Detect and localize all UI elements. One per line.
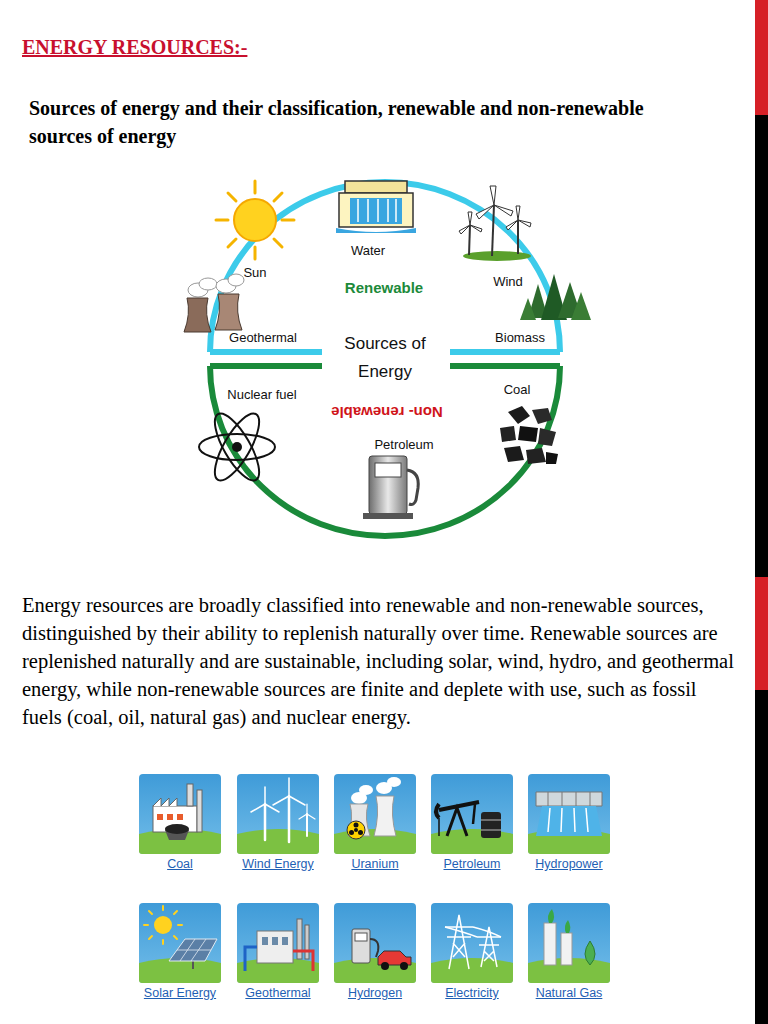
dam-icon	[387, 199, 389, 222]
energy-sources-circle: Sources of Energy	[205, 178, 565, 538]
energy-tile: Coal	[139, 774, 221, 854]
tile-label: Natural Gas	[516, 986, 622, 1000]
energy-tile: Hydropower	[528, 774, 610, 854]
cooling-tower-icon	[188, 283, 208, 297]
energy-tile: Hydrogen	[334, 903, 416, 983]
renewable-arc	[210, 182, 560, 352]
wind-turbine-icon	[459, 225, 470, 234]
trees-icon	[558, 282, 582, 318]
atom-icon	[199, 408, 275, 487]
trees-icon	[520, 298, 536, 320]
fuel-pump-icon	[363, 513, 413, 519]
sun-icon	[274, 193, 282, 201]
source-label: Geothermal	[229, 330, 297, 345]
fuel-pump-icon	[407, 470, 418, 505]
wind-turbine-icon	[463, 251, 531, 261]
side-bar	[755, 577, 768, 690]
circle-outline	[205, 178, 565, 538]
sun-icon	[216, 219, 228, 222]
sun-icon	[228, 239, 236, 247]
source-label: Water	[351, 243, 385, 258]
wind-turbine-icon	[469, 225, 470, 255]
coal-icon	[546, 452, 558, 464]
atom-icon	[199, 408, 275, 487]
tile-label: Hydrogen	[322, 986, 428, 1000]
sun-icon	[254, 181, 257, 193]
tile-label: Electricity	[419, 986, 525, 1000]
cooling-tower-icon	[199, 278, 217, 290]
sun-icon	[282, 219, 294, 222]
sun-icon	[274, 239, 282, 247]
group-label: Renewable	[345, 279, 423, 296]
sun-icon	[216, 181, 294, 259]
center-label: Sources of Energy	[335, 330, 435, 386]
side-bar	[755, 0, 768, 115]
energy-tile: Petroleum	[431, 774, 513, 854]
dam-icon	[358, 199, 396, 222]
tile-label: Solar Energy	[127, 986, 233, 1000]
dam-icon	[339, 193, 413, 227]
source-label: Coal	[504, 382, 531, 397]
energy-tile: Solar Energy	[139, 903, 221, 983]
coal-icon	[508, 406, 530, 424]
trees-icon	[571, 292, 591, 320]
tile-label: Wind Energy	[225, 857, 331, 871]
sun-icon	[254, 247, 257, 259]
source-label: Wind	[493, 274, 523, 289]
energy-tile: Natural Gas	[528, 903, 610, 983]
sun-icon	[228, 193, 236, 201]
wind-turbine-icon	[470, 225, 482, 232]
side-bar	[755, 0, 768, 1024]
coal-icon	[500, 426, 516, 442]
wind-turbine-icon	[490, 186, 496, 205]
source-label: Sun	[243, 265, 266, 280]
wind-turbine-icon	[492, 205, 494, 256]
wind-turbine-icon	[468, 212, 472, 225]
dam-icon	[350, 198, 402, 224]
energy-tile: Electricity	[431, 903, 513, 983]
nonrenewable-arc	[210, 366, 560, 536]
group-label: Non- renewable	[331, 404, 443, 421]
coal-icon	[500, 406, 558, 464]
tile-label: Coal	[127, 857, 233, 871]
page-title: ENERGY RESOURCES:-	[22, 36, 247, 59]
wind-turbine-icon	[518, 220, 531, 227]
fuel-pump-icon	[375, 463, 401, 477]
tile-label: Petroleum	[419, 857, 525, 871]
source-label: Biomass	[495, 330, 545, 345]
tile-label: Hydropower	[516, 857, 622, 871]
sun-icon	[216, 181, 294, 259]
subtitle: Sources of energy and their classificati…	[29, 94, 669, 150]
wind-turbine-icon	[494, 205, 513, 216]
cooling-tower-icon	[188, 274, 244, 297]
source-label: Nuclear fuel	[227, 387, 296, 402]
fuel-pump-icon	[369, 456, 407, 514]
wind-turbine-icon	[459, 186, 531, 234]
dam-icon	[367, 199, 369, 222]
energy-tile: Geothermal	[237, 903, 319, 983]
cooling-tower-icon	[184, 298, 211, 332]
coal-icon	[518, 426, 538, 442]
fuel-pump-icon	[363, 456, 418, 519]
energy-tile: Uranium	[334, 774, 416, 854]
dam-icon	[377, 199, 379, 222]
dam-icon	[336, 228, 416, 233]
source-label: Petroleum	[374, 437, 433, 452]
side-bar	[755, 115, 768, 577]
dam-icon	[357, 199, 359, 222]
side-bar	[755, 690, 768, 1024]
coal-icon	[504, 446, 524, 462]
body-paragraph: Energy resources are broadly classified …	[22, 591, 734, 731]
wind-turbine-icon	[516, 206, 520, 220]
tile-label: Uranium	[322, 857, 428, 871]
dam-icon	[395, 199, 397, 222]
tile-label: Geothermal	[225, 986, 331, 1000]
energy-tile: Wind Energy	[237, 774, 319, 854]
